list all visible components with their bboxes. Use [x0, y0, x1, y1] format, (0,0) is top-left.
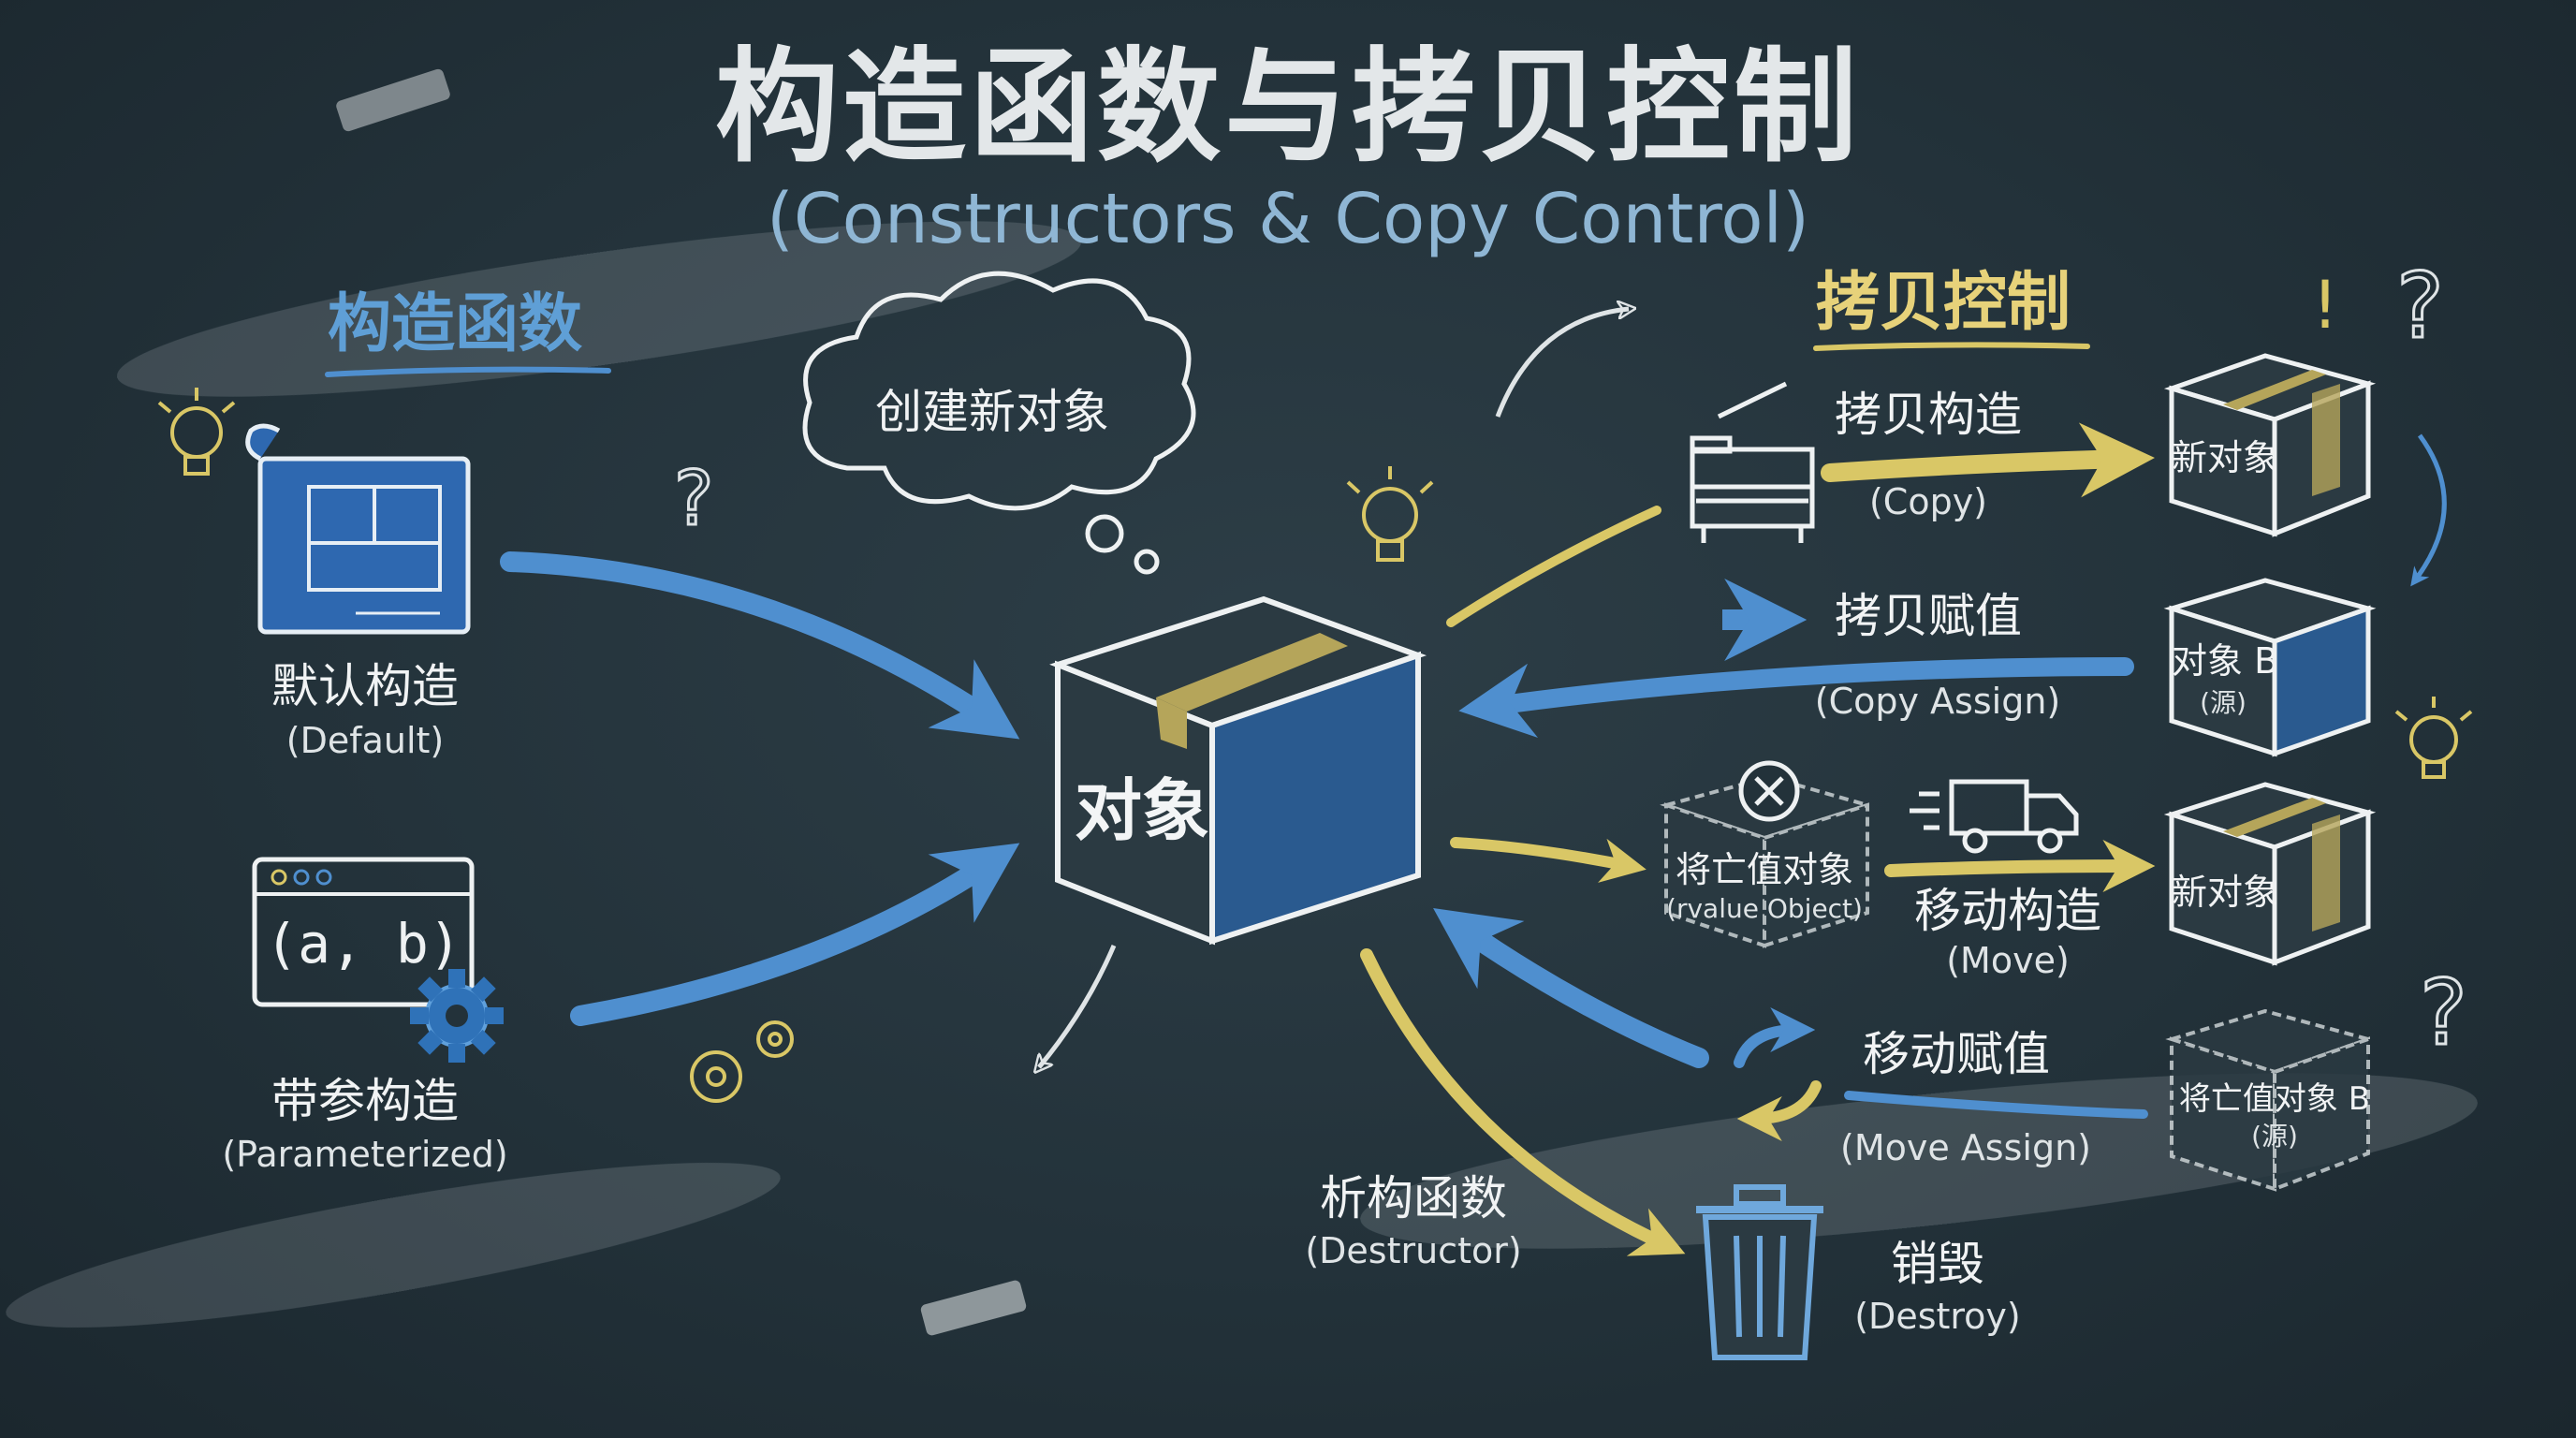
param-ctor-en: (Parameterized) — [222, 1134, 508, 1175]
central-box-icon — [1049, 595, 1427, 946]
move-source-box-label: 将亡值对象 B — [2178, 1080, 2371, 1118]
copy-new-box-label: 新对象 — [2172, 437, 2279, 478]
destroy-en: (Destroy) — [1854, 1296, 2021, 1337]
copy-source-box-sub: (源) — [2200, 687, 2247, 718]
window-icon — [252, 857, 475, 1007]
move-assign-en: (Move Assign) — [1840, 1127, 2091, 1168]
center-object-label: 对象 — [1074, 771, 1209, 850]
move-new-box-label: 新对象 — [2172, 872, 2279, 913]
destructor-en: (Destructor) — [1305, 1230, 1522, 1271]
copy-control-underline — [1813, 342, 2090, 351]
page-subtitle: (Constructors & Copy Control) — [767, 179, 1809, 259]
box-icon-copy-new — [2163, 353, 2377, 537]
move-source-box-sub: (源) — [2251, 1121, 2298, 1152]
rvalue-object-label: 将亡值对象 — [1675, 849, 1853, 890]
copy-assign-label: 拷贝赋值 — [1835, 589, 2022, 643]
move-ctor-label: 移动构造 — [1914, 884, 2101, 938]
destructor-label: 析构函数 — [1320, 1171, 1507, 1225]
default-ctor-en: (Default) — [285, 720, 445, 761]
copy-ctor-label: 拷贝构造 — [1835, 388, 2022, 442]
param-ctor-arrow — [570, 843, 1020, 1026]
question-mark-icon: ? — [674, 455, 713, 542]
copy-assign-arrow — [1458, 657, 2134, 739]
trash-can-icon — [1696, 1184, 1823, 1360]
small-gears-icon — [690, 1020, 794, 1103]
move-assign-arrow — [1433, 907, 1709, 1068]
move-ctor-en: (Move) — [1946, 940, 2070, 981]
lightbulb-icon-center — [1346, 466, 1434, 562]
copy-link-yellow — [1446, 506, 1661, 627]
default-ctor-label: 默认构造 — [271, 659, 459, 713]
lightbulb-icon-right — [2394, 697, 2473, 779]
box-icon-move-new — [2163, 782, 2377, 966]
lightbulb-icon — [157, 388, 236, 476]
truck-icon — [1910, 779, 2079, 854]
move-assign-line — [1844, 1091, 2148, 1119]
constructors-heading: 构造函数 — [328, 287, 583, 361]
copy-ctor-arrow — [1821, 422, 2155, 498]
move-assign-label: 移动赋值 — [1863, 1027, 2050, 1081]
question-mark-icon-top-right: ? — [2396, 254, 2444, 359]
blueprint-icon — [245, 423, 471, 635]
rvalue-source-box-icon — [2165, 1008, 2375, 1192]
cloud-bubble-text: 创建新对象 — [875, 385, 1109, 439]
sketch-arrow-down — [1039, 945, 1117, 1067]
question-mark-icon-right: ? — [2420, 961, 2467, 1065]
default-ctor-arrow — [500, 551, 1020, 740]
cloud-bubble-icon — [802, 271, 1196, 575]
copy-control-heading: 拷贝控制 — [1816, 266, 2071, 340]
chalk-eraser-icon — [336, 68, 1027, 1336]
page-title: 构造函数与拷贝控制 — [715, 36, 1861, 180]
copy-curve-arrow — [2410, 433, 2447, 587]
copier-icon — [1690, 381, 1815, 543]
cancel-icon — [1738, 760, 1800, 822]
rvalue-box-icon — [1660, 774, 1874, 948]
box-icon-copy-source — [2163, 578, 2377, 757]
copy-assign-en: (Copy Assign) — [1814, 681, 2061, 722]
param-window-text: (a, b) — [265, 912, 461, 976]
move-ctor-arrow — [1884, 840, 2156, 893]
gear-icon — [410, 969, 504, 1063]
sketch-arrow-up — [1495, 309, 1629, 418]
destructor-arrow — [1360, 948, 1686, 1256]
constructors-underline — [325, 366, 611, 377]
exclamation-icon: ! — [2312, 267, 2338, 344]
rvalue-object-en: (rvalue Object) — [1666, 893, 1863, 924]
copy-ctor-en: (Copy) — [1868, 481, 1988, 522]
copy-source-box-label: 对象 B — [2172, 640, 2279, 682]
destroy-label: 销毁 — [1891, 1237, 1984, 1291]
swap-arrows-icon — [1734, 1007, 1822, 1141]
param-ctor-label: 带参构造 — [271, 1074, 459, 1128]
to-rvalue-arrow — [1450, 837, 1647, 883]
